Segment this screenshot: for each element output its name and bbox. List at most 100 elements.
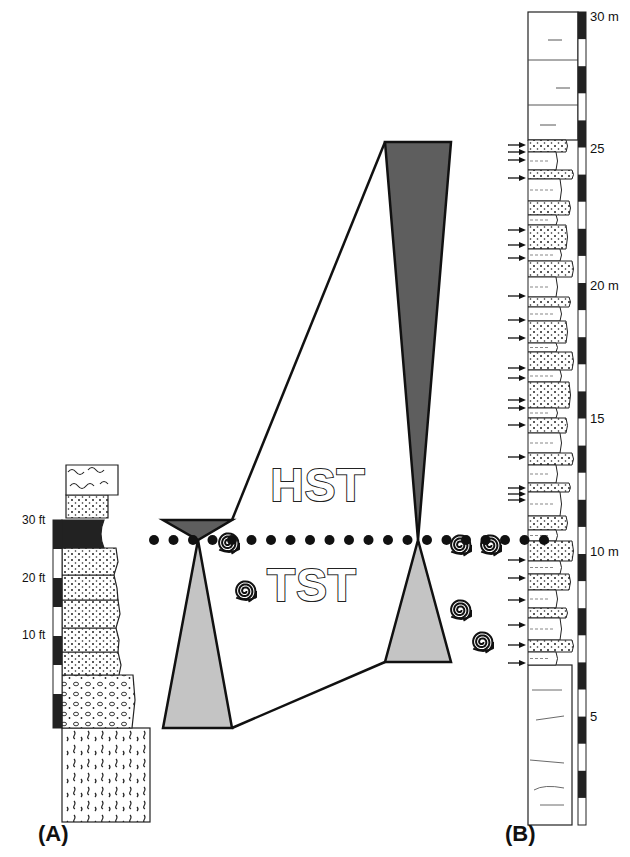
ammonite-symbol bbox=[481, 535, 500, 555]
bed bbox=[528, 140, 568, 152]
correlation-line bbox=[232, 662, 385, 728]
scale-label: 20 ft bbox=[22, 572, 45, 585]
tst-triangle bbox=[385, 540, 451, 662]
lamination bbox=[530, 161, 550, 162]
correlation-dot bbox=[344, 535, 354, 545]
ammonite-symbol bbox=[219, 533, 238, 553]
correlation-dot bbox=[539, 535, 549, 545]
ammonite-symbol bbox=[451, 610, 471, 619]
scale-segment bbox=[578, 608, 586, 635]
bed bbox=[528, 370, 562, 382]
scale-label: 10 m bbox=[590, 545, 619, 559]
scale-bar bbox=[53, 520, 62, 728]
column-a bbox=[53, 465, 150, 822]
lamination bbox=[530, 314, 554, 315]
arrow-head bbox=[519, 293, 526, 299]
lamination bbox=[530, 535, 550, 536]
lamination bbox=[530, 347, 550, 348]
bedding-lines bbox=[530, 690, 564, 805]
arrow-head bbox=[519, 422, 526, 428]
scale-segment bbox=[578, 337, 586, 364]
scale-bar bbox=[578, 12, 586, 825]
arrow-head bbox=[519, 397, 526, 403]
systems-tracts bbox=[163, 142, 451, 728]
scale-segment bbox=[578, 771, 586, 798]
ammonite-symbol bbox=[473, 632, 492, 652]
correlation-dot bbox=[422, 535, 432, 545]
bed bbox=[528, 277, 558, 297]
correlation-dot bbox=[149, 535, 159, 545]
scale-segment bbox=[53, 636, 62, 665]
bed bbox=[528, 215, 558, 225]
arrow-head bbox=[519, 405, 526, 411]
bed bbox=[62, 728, 150, 822]
lamination bbox=[530, 504, 554, 505]
scale-segment bbox=[578, 175, 586, 202]
scale-segment bbox=[578, 12, 586, 39]
ammonite-symbol bbox=[451, 545, 471, 554]
hst-triangle bbox=[385, 142, 451, 540]
arrow-head bbox=[519, 142, 526, 148]
bed bbox=[528, 453, 574, 465]
scale-segment bbox=[53, 578, 62, 607]
panel-label: (A) bbox=[38, 822, 69, 846]
bed bbox=[528, 307, 562, 321]
scale-label: 25 bbox=[590, 142, 604, 156]
arrow-head bbox=[519, 660, 526, 666]
correlation-dot bbox=[286, 535, 296, 545]
arrow-head bbox=[519, 227, 526, 233]
lamination bbox=[530, 567, 554, 568]
scale-label: 30 ft bbox=[22, 514, 45, 527]
ammonite-symbol bbox=[236, 581, 255, 601]
correlation-dot bbox=[169, 535, 179, 545]
ammonite-symbol bbox=[451, 600, 470, 620]
arrow-head bbox=[519, 375, 526, 381]
arrow-head bbox=[519, 642, 526, 648]
bedding-lines bbox=[528, 40, 578, 125]
lamination bbox=[530, 629, 554, 630]
correlation-dot bbox=[208, 535, 218, 545]
bed bbox=[528, 418, 568, 433]
bed bbox=[528, 665, 572, 825]
correlation-dot bbox=[500, 535, 510, 545]
tract-label: HST bbox=[271, 460, 366, 511]
scale-label: 5 bbox=[590, 710, 597, 724]
bed bbox=[528, 541, 574, 561]
tract-label: TST bbox=[267, 560, 357, 611]
bed bbox=[528, 465, 558, 483]
scale-segment bbox=[578, 717, 586, 744]
arrow-head bbox=[519, 149, 526, 155]
bed bbox=[528, 225, 568, 249]
bed bbox=[62, 652, 121, 675]
arrow-head bbox=[519, 454, 526, 460]
arrow-head bbox=[519, 242, 526, 248]
scale-segment bbox=[578, 500, 586, 527]
bed bbox=[528, 590, 558, 608]
arrow-head bbox=[519, 575, 526, 581]
arrow-head bbox=[519, 491, 526, 497]
lamination bbox=[530, 599, 550, 600]
lamination bbox=[530, 190, 554, 191]
bed bbox=[528, 433, 562, 453]
correlation-dot bbox=[364, 535, 374, 545]
bed bbox=[528, 249, 562, 261]
ammonite-symbol bbox=[236, 591, 256, 600]
correlation-dot bbox=[266, 535, 276, 545]
bed bbox=[62, 675, 135, 728]
scale-segment bbox=[578, 229, 586, 256]
bed bbox=[528, 640, 574, 652]
scale-segment bbox=[578, 554, 586, 581]
bed bbox=[528, 352, 574, 370]
ammonite-symbol bbox=[481, 545, 501, 554]
scale-segment bbox=[578, 391, 586, 418]
lamination bbox=[530, 474, 550, 475]
correlation-line bbox=[232, 142, 385, 520]
arrow-head bbox=[519, 622, 526, 628]
bed bbox=[66, 495, 108, 518]
lamination bbox=[530, 287, 550, 288]
scale-label: 20 m bbox=[590, 279, 619, 293]
bed bbox=[528, 261, 574, 277]
bed bbox=[528, 321, 568, 343]
bed bbox=[528, 408, 558, 418]
bed bbox=[528, 12, 578, 140]
